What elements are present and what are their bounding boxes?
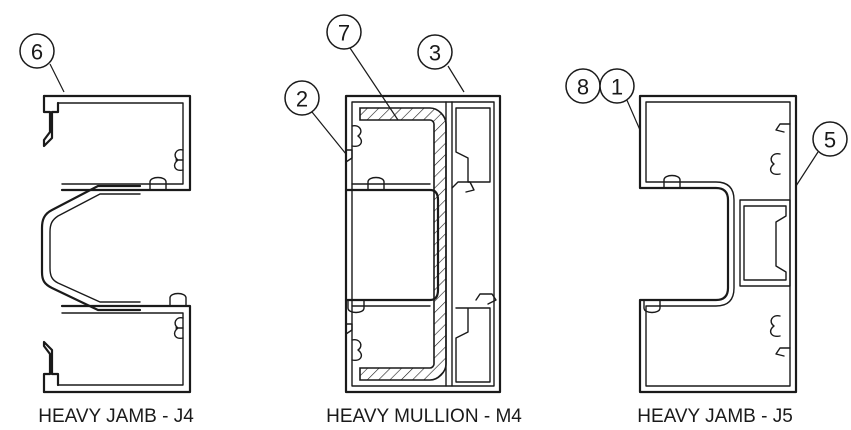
profile-heavy-jamb-j5 <box>638 94 798 394</box>
j5-clip-top <box>769 152 781 176</box>
leader-6 <box>49 63 65 93</box>
j5-bump-top <box>663 174 681 189</box>
profile-heavy-mullion-m4 <box>344 94 502 394</box>
j5-outer-frame <box>638 94 798 394</box>
caption-heavy-jamb-j4: HEAVY JAMB - J4 <box>38 406 194 427</box>
callout-2-balloon <box>284 80 320 116</box>
m4-right-top-chamber <box>455 107 491 183</box>
j4-upper-frame <box>42 94 192 192</box>
j4-bottom-left-leg <box>42 340 60 394</box>
leader-7 <box>349 47 399 121</box>
caption-heavy-mullion-m4: HEAVY MULLION - M4 <box>326 406 522 427</box>
j4-lower-bump <box>169 292 187 307</box>
j5-hook-top <box>775 123 791 133</box>
m4-right-bottom-chamber <box>455 307 491 383</box>
m4-outer-frame-inner <box>351 101 495 387</box>
m4-steel-reinforcement <box>359 107 447 381</box>
j4-lower-frame <box>42 304 192 394</box>
j4-top-left-leg <box>42 94 60 148</box>
j4-upper-frame-inner <box>57 102 184 185</box>
m4-right-clip-top <box>451 181 475 193</box>
callout-1-balloon <box>599 68 635 104</box>
callout-5-label: 5 <box>824 128 836 153</box>
callout-3-balloon <box>417 34 453 70</box>
leader-5 <box>795 151 819 187</box>
m4-right-clip-bottom <box>475 293 497 305</box>
j4-nose-inner <box>49 193 141 303</box>
profile-heavy-jamb-j4 <box>40 94 192 394</box>
callout-6-balloon <box>19 33 55 69</box>
j5-bump-bottom <box>643 299 661 314</box>
callout-6-label: 6 <box>31 40 43 65</box>
m4-left-bump-bottom <box>347 299 365 314</box>
j4-upper-clip <box>173 148 184 172</box>
j5-clip-bottom <box>769 314 781 338</box>
callout-7-label: 7 <box>338 21 350 46</box>
leader-3 <box>447 65 465 93</box>
m4-left-clip-top <box>351 124 363 148</box>
callout-3-label: 3 <box>429 41 441 66</box>
j4-lower-frame-inner <box>57 312 184 386</box>
callout-2-label: 2 <box>296 87 308 112</box>
callout-7-balloon <box>326 14 362 50</box>
j5-outer-frame-inner <box>645 101 791 387</box>
leader-2 <box>311 111 347 155</box>
m4-left-hook-bottom <box>345 323 353 335</box>
m4-outer-frame <box>344 94 502 394</box>
j5-center-chamber <box>739 199 791 287</box>
m4-left-hook-top <box>345 149 353 163</box>
m4-left-recess <box>344 188 440 302</box>
m4-left-bump-top <box>367 176 385 191</box>
callouts: 6 7 3 2 8 1 5 <box>19 14 848 187</box>
m4-left-clip-bottom <box>351 338 363 362</box>
j4-lower-clip <box>173 316 184 340</box>
callout-8-label: 8 <box>577 75 589 100</box>
callout-5-balloon <box>812 121 848 157</box>
caption-heavy-jamb-j5: HEAVY JAMB - J5 <box>637 406 793 427</box>
j5-center-chamber-detail <box>743 205 787 281</box>
j5-hook-bottom <box>775 347 791 357</box>
m4-left-recess-inner <box>351 183 431 307</box>
callout-1-label: 1 <box>611 75 623 100</box>
j4-upper-bump <box>149 176 167 191</box>
leader-1 <box>625 97 641 131</box>
j4-nose <box>40 184 142 312</box>
